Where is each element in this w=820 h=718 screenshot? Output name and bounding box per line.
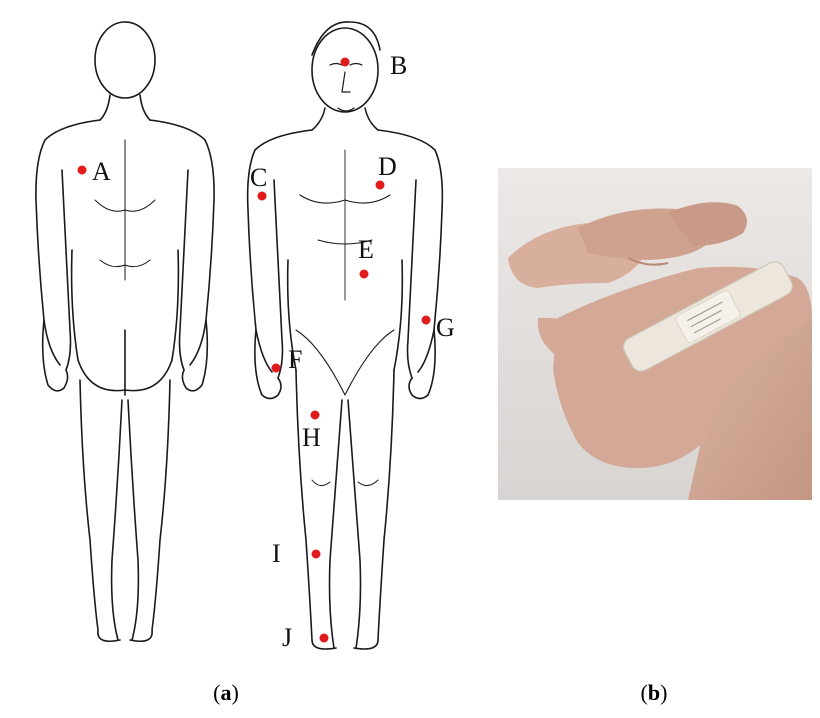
caption-b: (b)	[624, 680, 684, 706]
caption-a-open: (	[213, 680, 220, 705]
marker-dot-f	[272, 364, 281, 373]
marker-dot-a	[78, 166, 87, 175]
marker-label-c: C	[250, 163, 267, 192]
marker-dot-g	[422, 316, 431, 325]
marker-dot-e	[360, 270, 369, 279]
marker-label-b: B	[390, 51, 407, 80]
marker-dot-c	[258, 192, 267, 201]
caption-a-letter: a	[221, 680, 232, 705]
caption-a: (a)	[196, 680, 256, 706]
marker-label-g: G	[436, 313, 455, 342]
marker-label-a: A	[92, 157, 111, 186]
caption-b-open: (	[641, 680, 648, 705]
marker-dot-d	[376, 181, 385, 190]
marker-label-j: J	[282, 623, 292, 652]
caption-a-close: )	[232, 680, 239, 705]
marker-label-e: E	[358, 235, 374, 264]
marker-label-i: I	[272, 539, 281, 568]
marker-dot-b	[341, 58, 350, 67]
body-diagram: A B C D E F G H I J	[0, 0, 480, 670]
marker-label-h: H	[302, 423, 321, 452]
marker-dot-i	[312, 550, 321, 559]
marker-label-f: F	[288, 345, 302, 374]
marker-dot-h	[311, 411, 320, 420]
marker-label-d: D	[378, 152, 397, 181]
caption-b-close: )	[660, 680, 667, 705]
caption-b-letter: b	[648, 680, 660, 705]
marker-dot-j	[320, 634, 329, 643]
hand-photo	[498, 168, 812, 500]
